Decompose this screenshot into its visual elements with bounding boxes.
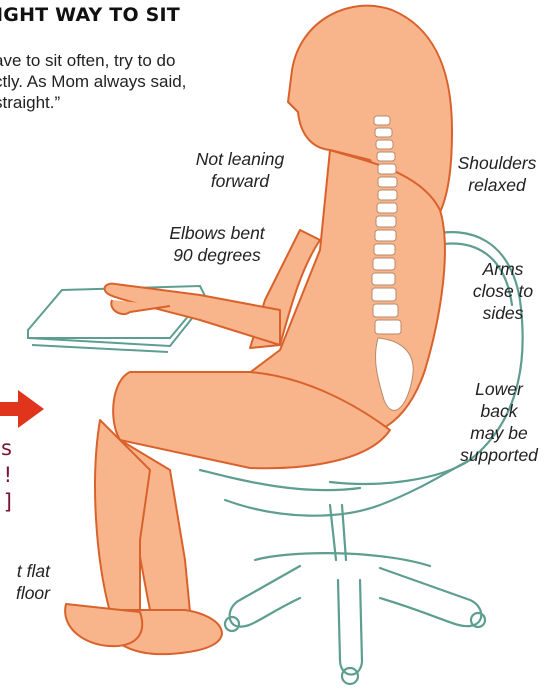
side-note-line: ! <box>0 462 12 489</box>
label-feet-flat: t flat floor <box>0 560 50 604</box>
intro-text: ave to sit often, try to do ctly. As Mom… <box>0 50 274 113</box>
page-title: IGHT WAY TO SIT <box>0 4 180 26</box>
side-note-line: ] <box>0 489 12 516</box>
label-line: supported <box>448 444 550 466</box>
intro-line-2: ctly. As Mom always said, <box>0 71 274 92</box>
label-line: may be <box>448 422 550 444</box>
label-not-leaning-forward: Not leaning forward <box>170 148 310 192</box>
label-line: relaxed <box>444 174 550 196</box>
label-line: Arms <box>458 258 548 280</box>
intro-line-1: ave to sit often, try to do <box>0 50 274 71</box>
label-line: back <box>448 400 550 422</box>
label-shoulders-relaxed: Shoulders relaxed <box>444 152 550 196</box>
label-line: forward <box>170 170 310 192</box>
side-note-line: s <box>0 435 12 462</box>
label-line: Shoulders <box>444 152 550 174</box>
label-line: Lower <box>448 378 550 400</box>
side-note: s ! ] <box>0 435 12 516</box>
label-elbows-bent: Elbows bent 90 degrees <box>150 222 284 266</box>
label-line: sides <box>458 302 548 324</box>
label-line: Elbows bent <box>150 222 284 244</box>
red-arrow <box>0 390 44 428</box>
label-line: Not leaning <box>170 148 310 170</box>
label-lower-back: Lower back may be supported <box>448 378 550 466</box>
intro-line-3: straight.” <box>0 92 274 113</box>
label-line: close to <box>458 280 548 302</box>
label-arms-close: Arms close to sides <box>458 258 548 324</box>
label-line: 90 degrees <box>150 244 284 266</box>
label-line: t flat <box>0 560 50 582</box>
label-line: floor <box>0 582 50 604</box>
